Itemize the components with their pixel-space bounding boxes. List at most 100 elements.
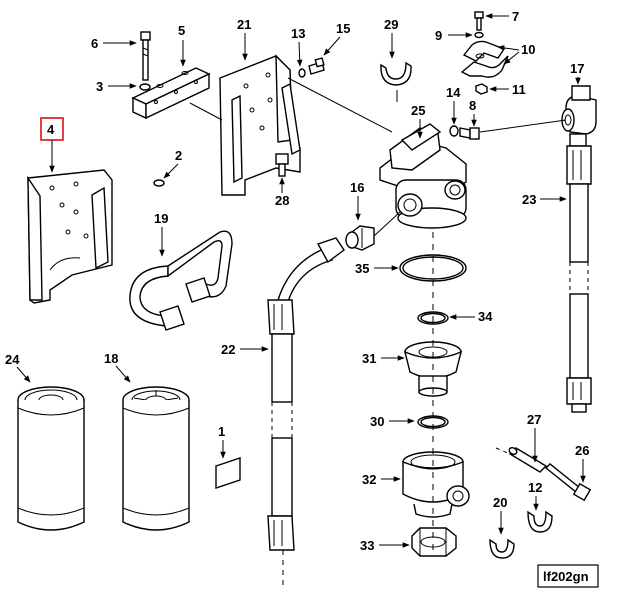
- alignment-lines: [189, 77, 567, 555]
- svg-text:15: 15: [336, 21, 350, 36]
- callout-23: 23: [522, 192, 567, 207]
- part-21-bracket: [219, 54, 301, 196]
- part-8-bolt: [459, 127, 480, 140]
- part-33-nut: [411, 527, 457, 557]
- svg-text:26: 26: [575, 443, 589, 458]
- part-20-clamp: [489, 538, 515, 559]
- svg-text:29: 29: [384, 17, 398, 32]
- callout-4: 4: [40, 117, 64, 173]
- svg-text:12: 12: [528, 480, 542, 495]
- svg-text:20: 20: [493, 495, 507, 510]
- callout-2: 2: [163, 148, 182, 179]
- callout-11: 11: [489, 82, 526, 97]
- callout-9: 9: [435, 28, 473, 43]
- callout-14: 14: [446, 85, 461, 125]
- svg-text:11: 11: [512, 82, 526, 97]
- callout-5: 5: [178, 23, 186, 67]
- part-27-sleeve: [508, 447, 548, 473]
- svg-text:6: 6: [91, 36, 98, 51]
- svg-text:34: 34: [478, 309, 493, 324]
- part-10-clamp: [460, 40, 509, 78]
- svg-text:22: 22: [221, 342, 235, 357]
- callout-3: 3: [96, 79, 137, 94]
- svg-text:30: 30: [370, 414, 384, 429]
- callout-15: 15: [323, 21, 350, 56]
- part-32-housing: [402, 451, 470, 518]
- callout-7: 7: [485, 9, 519, 24]
- callout-29: 29: [384, 17, 398, 59]
- svg-text:27: 27: [527, 412, 541, 427]
- svg-text:17: 17: [570, 61, 584, 76]
- part-16-fitting: [345, 225, 375, 251]
- part-11-nut: [475, 83, 488, 95]
- callout-32: 32: [362, 472, 401, 487]
- svg-text:35: 35: [355, 261, 369, 276]
- callout-27: 27: [527, 412, 541, 463]
- callout-10: 10: [497, 42, 535, 65]
- part-29-clamp: [380, 61, 412, 86]
- svg-text:24: 24: [5, 352, 20, 367]
- svg-text:5: 5: [178, 23, 185, 38]
- part-6-bolt: [140, 31, 151, 81]
- callout-17: 17: [570, 61, 584, 85]
- svg-text:13: 13: [291, 26, 305, 41]
- svg-text:25: 25: [411, 103, 425, 118]
- callout-18: 18: [104, 351, 131, 383]
- part-26-bolt: [495, 447, 592, 502]
- callout-22: 22: [221, 342, 269, 357]
- svg-text:23: 23: [522, 192, 536, 207]
- part-1-decal: [215, 457, 241, 489]
- callout-8: 8: [469, 98, 477, 127]
- svg-text:10: 10: [521, 42, 535, 57]
- callout-34: 34: [449, 309, 493, 324]
- part-24-filter: [17, 386, 85, 531]
- callout-35: 35: [355, 261, 399, 276]
- callout-28: 28: [275, 177, 289, 208]
- part-2-washer: [153, 179, 165, 187]
- part-25-filter-head: [379, 123, 467, 229]
- callout-31: 31: [362, 351, 405, 366]
- part-17-elbow: [561, 85, 597, 135]
- callout-1: 1: [218, 424, 226, 459]
- callout-20: 20: [493, 495, 507, 535]
- svg-text:9: 9: [435, 28, 442, 43]
- svg-text:18: 18: [104, 351, 118, 366]
- part-28-bolt: [275, 153, 289, 177]
- svg-text:1: 1: [218, 424, 225, 439]
- svg-text:7: 7: [512, 9, 519, 24]
- part-7-bolt: [474, 11, 484, 31]
- callout-6: 6: [91, 36, 137, 51]
- part-13-washer: [298, 68, 306, 78]
- callout-12: 12: [528, 480, 542, 511]
- part-15-bolt: [308, 57, 325, 75]
- svg-text:4: 4: [47, 122, 55, 137]
- svg-text:2: 2: [175, 148, 182, 163]
- callout-24: 24: [5, 352, 31, 383]
- part-18-filter: [122, 386, 190, 531]
- callout-13: 13: [291, 26, 305, 67]
- part-19-hose-loop: [129, 230, 233, 331]
- svg-text:31: 31: [362, 351, 376, 366]
- part-12-clamp: [527, 510, 553, 533]
- svg-text:lf202gn: lf202gn: [543, 569, 589, 584]
- svg-text:14: 14: [446, 85, 461, 100]
- figure-id-label: lf202gn: [537, 564, 599, 588]
- part-5-mounting-bar: [131, 67, 211, 120]
- callout-21: 21: [237, 17, 251, 61]
- part-22-hose: [267, 237, 345, 590]
- callout-26: 26: [575, 443, 589, 483]
- svg-text:8: 8: [469, 98, 476, 113]
- callout-30: 30: [370, 414, 415, 429]
- part-14-washer: [449, 125, 459, 137]
- svg-text:3: 3: [96, 79, 103, 94]
- svg-text:19: 19: [154, 211, 168, 226]
- svg-text:28: 28: [275, 193, 289, 208]
- part-9-washer: [474, 31, 484, 39]
- part-3-washer: [139, 83, 151, 91]
- svg-text:33: 33: [360, 538, 374, 553]
- part-4-bracket: [27, 169, 113, 304]
- callout-25: 25: [411, 103, 425, 139]
- callout-19: 19: [154, 211, 168, 257]
